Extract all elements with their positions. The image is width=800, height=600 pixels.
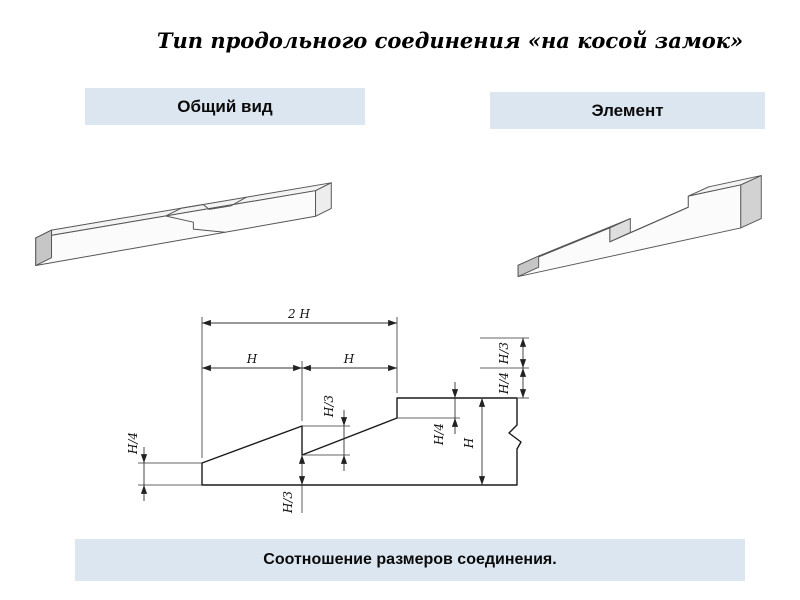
element-right-end-face — [740, 175, 762, 229]
dim-label-half-left: Н — [246, 352, 258, 366]
dim-label-bottom-offset: Н/3 — [281, 491, 295, 515]
beam-left-end-face — [35, 229, 53, 267]
general-view-label-box: Общий вид — [85, 88, 365, 125]
page-title: Тип продольного соединения «на косой зам… — [156, 28, 744, 53]
dim-label-step-height: Н/3 — [322, 395, 336, 419]
element-label-box: Элемент — [490, 92, 765, 129]
dim-label-tip-height: Н/4 — [126, 432, 140, 455]
dim-label-overall: 2 Н — [287, 307, 310, 321]
dim-label-right-upper: Н/3 — [497, 342, 511, 366]
element-front-face — [517, 184, 742, 278]
element-left-end-face — [517, 255, 540, 278]
dim-label-right-lower: Н/4 — [497, 372, 511, 395]
dimension-lines — [140, 319, 527, 501]
dim-label-full-height: Н — [462, 437, 476, 449]
element-drawing — [517, 175, 762, 278]
joint-seam-front — [165, 215, 225, 233]
general-view-label: Общий вид — [177, 96, 273, 116]
caption-box: Соотношение размеров соединения. — [75, 539, 745, 581]
joint-seam-top — [165, 196, 247, 217]
caption-text: Соотношение размеров соединения. — [263, 551, 557, 568]
element-label: Элемент — [591, 100, 664, 120]
general-view-drawing — [35, 182, 332, 267]
dimension-drawing: 2 Н Н Н Н/4 Н/3 Н/4 Н Н/3 Н/3 Н/4 — [126, 307, 529, 515]
dim-label-half-right: Н — [343, 352, 355, 366]
dim-label-top-offset: Н/4 — [432, 423, 446, 446]
